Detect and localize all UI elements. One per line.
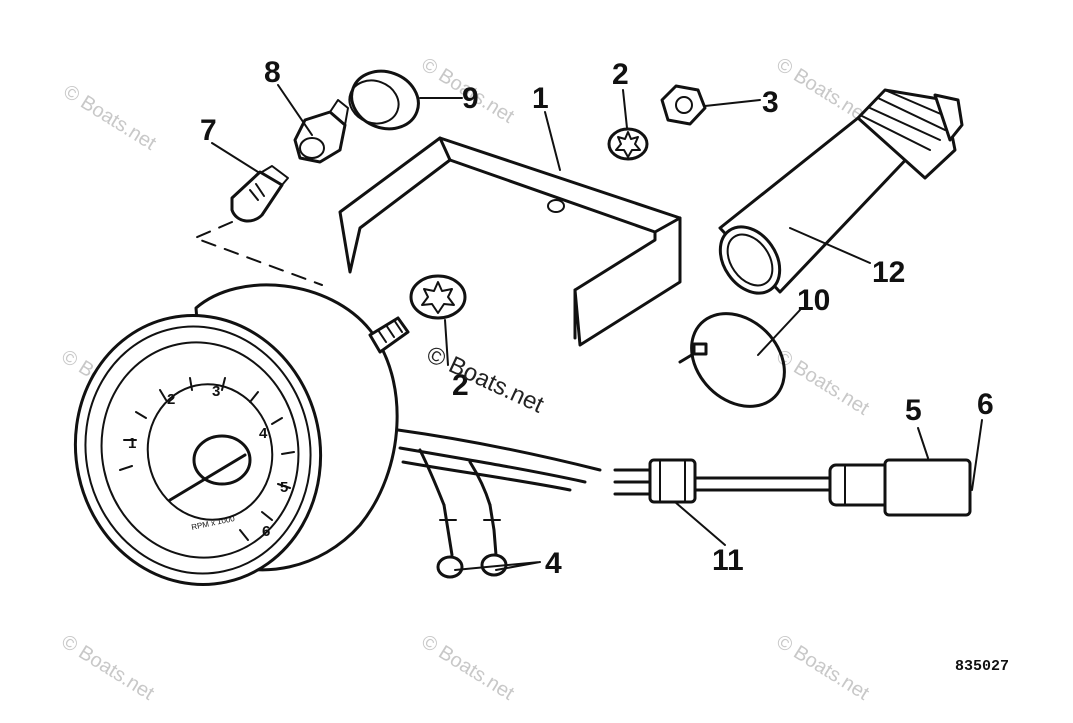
- nut: [660, 84, 707, 126]
- bulb-socket: [293, 99, 349, 164]
- watermark-tile: © Boats.net: [772, 631, 873, 705]
- watermark-tile: © Boats.net: [57, 631, 158, 705]
- dial-number: 2: [167, 391, 175, 408]
- callout-8: 8: [264, 56, 281, 89]
- dial-number: 1: [128, 435, 136, 452]
- callout-11: 11: [712, 544, 744, 577]
- callout-6: 6: [977, 388, 994, 421]
- wire-connector: [648, 458, 697, 504]
- callout-7: 7: [200, 114, 217, 147]
- dial-number: 5: [280, 479, 288, 496]
- assembly-line: [194, 221, 323, 286]
- lock-washer-upper: [607, 127, 649, 161]
- figure-number: 835027: [955, 658, 1009, 675]
- mounting-bracket: [338, 136, 682, 347]
- mounting-stud: [368, 316, 410, 354]
- callout-3: 3: [762, 86, 779, 119]
- callout-2-upper: 2: [612, 58, 629, 91]
- leader-lines: [211, 84, 983, 571]
- bracket-hole: [547, 199, 565, 213]
- bulb: [230, 165, 289, 223]
- dial-number: 4: [259, 425, 268, 442]
- callout-4: 4: [545, 547, 562, 580]
- rubber-boot: [718, 88, 964, 295]
- sender-connector: [828, 458, 972, 517]
- watermark-tile: © Boats.net: [59, 81, 160, 155]
- callout-2-lower: 2: [452, 369, 469, 402]
- dial-number: 3: [212, 383, 220, 400]
- tachometer-gauge: 1 2 3 4 5 6 RPM x 1000: [73, 283, 410, 586]
- callout-12: 12: [872, 256, 905, 289]
- main-watermark: © Boats.net: [422, 341, 548, 419]
- callout-1: 1: [532, 82, 549, 115]
- callout-5: 5: [905, 394, 922, 427]
- callout-10: 10: [797, 284, 830, 317]
- watermark-tile: © Boats.net: [772, 346, 873, 420]
- cable-tie: [678, 312, 786, 408]
- lock-washer-lower: [409, 274, 467, 320]
- wire-harness: [396, 428, 832, 507]
- gauge-needle: [168, 453, 247, 502]
- callout-labels: 1 2 2 3 4 5 6 7 8 9 10 11 12: [200, 56, 994, 580]
- dial-number: 6: [262, 523, 270, 540]
- watermark-tile: © Boats.net: [417, 631, 518, 705]
- lens-cap: [348, 69, 420, 131]
- callout-9: 9: [462, 82, 479, 115]
